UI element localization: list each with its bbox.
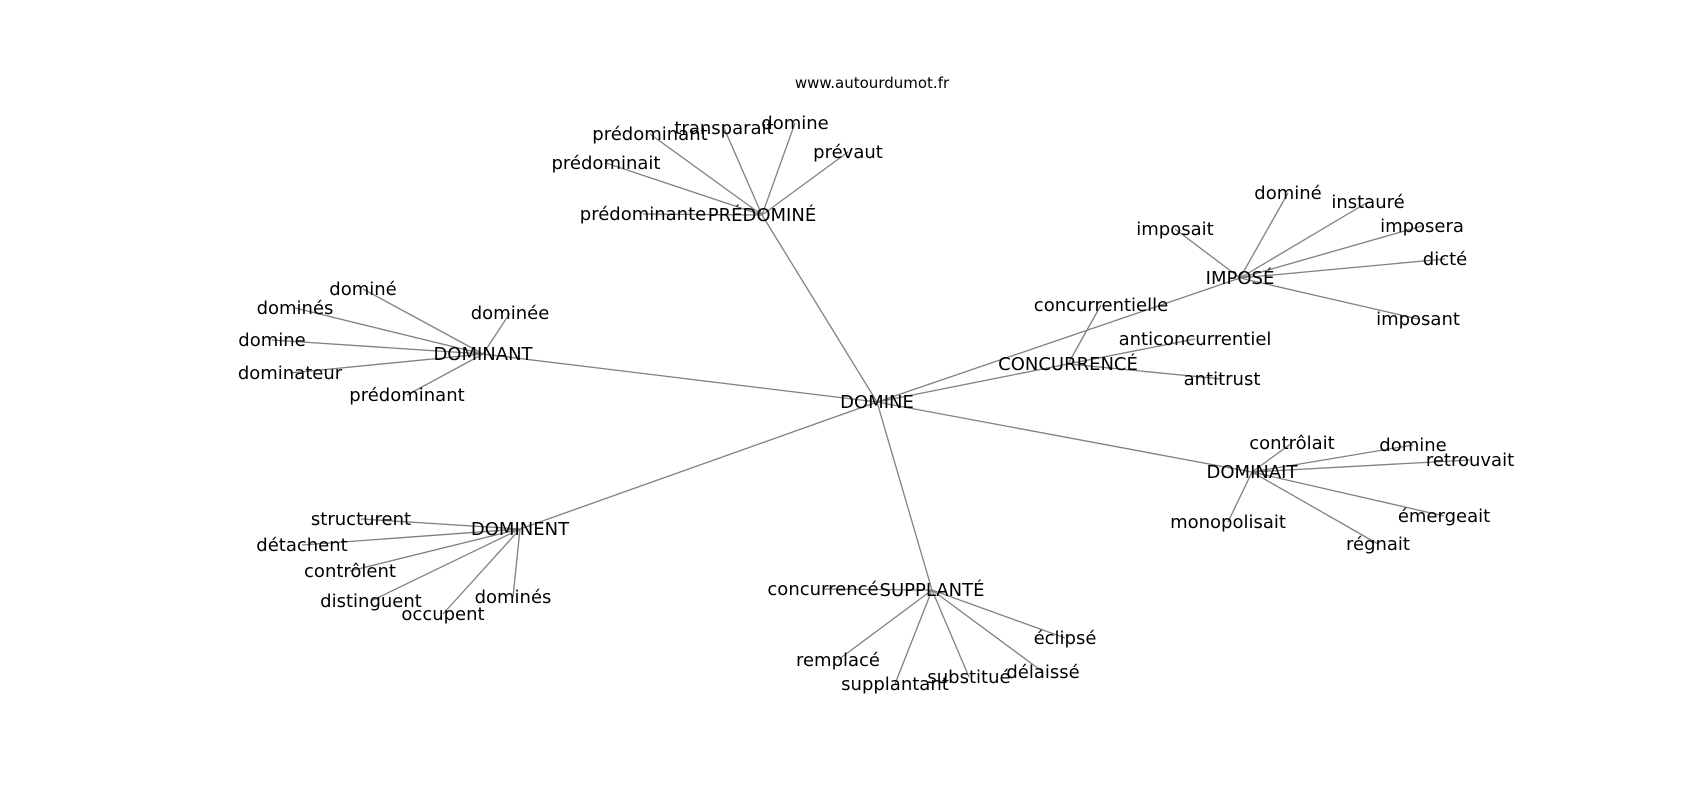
edge-hub-to-leaf <box>294 307 484 355</box>
edge-hub-to-leaf <box>406 353 484 396</box>
edge-hub-to-leaf <box>1251 459 1471 473</box>
edge-hub-to-leaf <box>349 528 521 572</box>
leaf-node-label[interactable]: prédominant <box>592 124 707 145</box>
leaf-node-label[interactable]: éclipsé <box>1034 628 1097 649</box>
hub-node-label[interactable]: PRÉDOMINÉ <box>708 204 816 226</box>
edges-layer <box>271 122 1471 685</box>
edge-hub-to-leaf <box>1239 277 1419 320</box>
edge-hub-to-leaf <box>1251 471 1379 545</box>
leaf-node-label[interactable]: imposant <box>1376 309 1460 330</box>
edge-hub-to-leaf <box>360 518 521 530</box>
leaf-node-label[interactable]: domine <box>1379 435 1446 456</box>
leaf-node-label[interactable]: occupent <box>401 604 484 625</box>
leaf-node-label[interactable]: prévaut <box>813 142 883 163</box>
edge-hub-to-leaf <box>442 528 521 615</box>
edge-hub-to-leaf <box>1251 471 1445 517</box>
edge-root-to-hub <box>519 401 878 530</box>
leaf-node-label[interactable]: dominateur <box>238 363 343 384</box>
hub-node-label[interactable]: DOMINAIT <box>1207 462 1299 483</box>
leaf-node-label[interactable]: imposait <box>1136 219 1213 240</box>
labels-layer: DOMINEPRÉDOMINÉprédominanttransparaitdom… <box>238 113 1514 695</box>
leaf-node-label[interactable]: domine <box>238 330 305 351</box>
leaf-node-label[interactable]: instauré <box>1331 192 1404 213</box>
edge-hub-to-leaf <box>289 353 484 374</box>
edge-hub-to-leaf <box>482 312 511 355</box>
edge-hub-to-leaf <box>1239 225 1423 279</box>
edge-root-to-hub <box>761 214 878 403</box>
edge-hub-to-leaf <box>1067 338 1196 365</box>
leaf-node-label[interactable]: régnait <box>1346 534 1410 555</box>
leaf-node-label[interactable]: transparait <box>674 118 773 139</box>
edge-hub-to-leaf <box>1239 201 1369 279</box>
leaf-node-label[interactable]: anticoncurrentiel <box>1119 329 1272 350</box>
edge-hub-to-leaf <box>271 339 484 355</box>
edge-hub-to-leaf <box>370 528 521 602</box>
leaf-node-label[interactable]: substitué <box>927 667 1010 688</box>
edge-hub-to-leaf <box>512 528 521 598</box>
edge-hub-to-leaf <box>649 133 763 216</box>
edge-hub-to-leaf <box>1251 442 1293 473</box>
edge-hub-to-leaf <box>605 162 763 216</box>
leaf-node-label[interactable]: détachent <box>256 535 347 556</box>
leaf-node-label[interactable]: contrôlent <box>304 561 396 582</box>
leaf-node-label[interactable]: concurrentielle <box>1034 295 1168 316</box>
edge-hub-to-leaf <box>723 127 763 216</box>
leaf-node-label[interactable]: remplacé <box>796 650 880 671</box>
edge-hub-to-leaf <box>362 288 484 355</box>
edge-root-to-hub <box>876 401 1253 473</box>
leaf-node-label[interactable]: monopolisait <box>1170 512 1286 533</box>
leaf-node-label[interactable]: dominés <box>475 587 552 608</box>
edge-hub-to-leaf <box>1251 444 1414 473</box>
leaf-node-label[interactable]: prédominante <box>580 204 706 225</box>
leaf-node-label[interactable]: concurrencé <box>767 579 878 600</box>
leaf-node-label[interactable]: antitrust <box>1184 369 1261 390</box>
leaf-node-label[interactable]: imposera <box>1380 216 1464 237</box>
leaf-node-label[interactable]: dominés <box>257 298 334 319</box>
leaf-node-label[interactable]: prédominant <box>349 385 464 406</box>
edge-hub-to-leaf <box>1174 228 1241 279</box>
edge-hub-to-leaf <box>1067 363 1223 380</box>
leaf-node-label[interactable]: prédominait <box>552 153 661 174</box>
leaf-node-label[interactable]: structurent <box>311 509 411 530</box>
leaf-node-label[interactable]: contrôlait <box>1249 433 1334 454</box>
hub-node-label[interactable]: DOMINANT <box>433 344 533 365</box>
edge-hub-to-leaf <box>1239 258 1446 279</box>
edge-hub-to-leaf <box>931 589 1044 673</box>
edge-hub-to-leaf <box>1067 304 1102 365</box>
edge-root-to-hub <box>876 277 1241 403</box>
edge-hub-to-leaf <box>931 589 1066 639</box>
edge-root-to-hub <box>876 363 1069 403</box>
edge-hub-to-leaf <box>761 151 849 216</box>
edge-hub-to-leaf <box>642 213 763 216</box>
leaf-node-label[interactable]: domine <box>761 113 828 134</box>
leaf-node-label[interactable]: supplantant <box>841 674 949 695</box>
leaf-node-label[interactable]: dominé <box>1254 183 1321 204</box>
leaf-node-label[interactable]: distinguent <box>320 591 422 612</box>
leaf-node-label[interactable]: émergeait <box>1398 506 1490 527</box>
edge-hub-to-leaf <box>837 589 933 661</box>
edge-hub-to-leaf <box>931 589 970 678</box>
hub-node-label[interactable]: IMPOSÉ <box>1206 267 1275 289</box>
edge-hub-to-leaf <box>894 589 933 685</box>
edge-hub-to-leaf <box>761 122 796 216</box>
hub-node-label[interactable]: DOMINENT <box>471 519 570 540</box>
leaf-node-label[interactable]: retrouvait <box>1426 450 1514 471</box>
leaf-node-label[interactable]: dicté <box>1423 249 1467 270</box>
leaf-node-label[interactable]: délaissé <box>1006 662 1079 683</box>
hub-node-label[interactable]: SUPPLANTÉ <box>880 579 985 601</box>
edge-hub-to-leaf <box>1227 471 1253 523</box>
hub-node-label[interactable]: CONCURRENCÉ <box>998 353 1138 375</box>
leaf-node-label[interactable]: dominé <box>329 279 396 300</box>
edge-hub-to-leaf <box>822 588 933 591</box>
root-node-label[interactable]: DOMINE <box>840 392 914 413</box>
edge-hub-to-leaf <box>1239 192 1289 279</box>
edge-root-to-hub <box>876 401 933 591</box>
leaf-node-label[interactable]: dominée <box>471 303 550 324</box>
watermark-text: www.autourdumot.fr <box>795 74 950 92</box>
edge-root-to-hub <box>482 353 878 403</box>
edge-hub-to-leaf <box>301 528 521 546</box>
